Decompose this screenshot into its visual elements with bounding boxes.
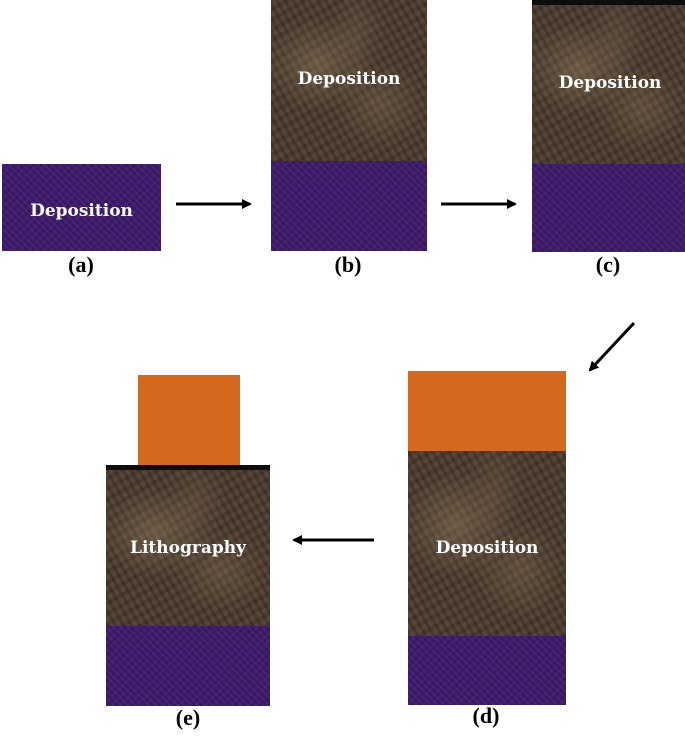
step-e-patterned-photoresist (138, 375, 240, 465)
step-d-substrate (408, 636, 566, 705)
step-d-caption: (d) (472, 703, 500, 728)
step-d-photoresist (408, 371, 566, 451)
step-a-substrate: Deposition (2, 164, 161, 251)
step-b-deposited-film: Deposition (271, 0, 427, 161)
step-c-caption: (c) (595, 252, 621, 277)
step-a-caption: (a) (68, 252, 94, 277)
step-b-layer-label: Deposition (297, 69, 401, 89)
step-c-thin-layer (532, 0, 685, 5)
step-d-deposited-film: Deposition (408, 451, 566, 636)
step-c-substrate (532, 164, 685, 252)
step-e-thin-layer (106, 465, 270, 470)
step-d-layer-label: Deposition (435, 538, 539, 558)
step-e-caption: (e) (175, 705, 201, 730)
step-a-layer-label: Deposition (30, 201, 133, 221)
step-e-substrate (106, 626, 270, 706)
step-b-substrate (271, 161, 427, 251)
step-c-layer-label: Deposition (558, 73, 662, 93)
step-c-deposited-film: Deposition (532, 5, 685, 164)
step-e-layer-label: Lithography (130, 538, 246, 558)
arrow-down-left-icon (588, 321, 636, 372)
step-b-caption: (b) (334, 252, 362, 277)
step-e-deposited-film: Lithography (106, 470, 270, 626)
